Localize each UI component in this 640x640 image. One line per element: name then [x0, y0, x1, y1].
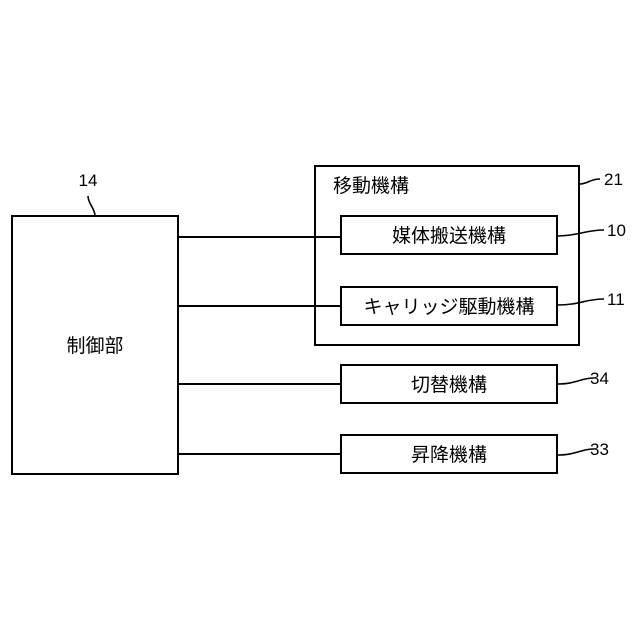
controller-ref: 14 [79, 171, 98, 190]
lifting-ref-leader [557, 449, 594, 455]
switching-ref: 34 [590, 369, 609, 388]
lifting-label: 昇降機構 [411, 444, 487, 466]
controller-label: 制御部 [66, 335, 123, 357]
lifting-ref: 33 [590, 440, 609, 459]
movement-group-label: 移動機構 [333, 175, 409, 197]
movement-group-ref: 21 [604, 170, 623, 189]
media-transport-ref: 10 [607, 221, 626, 240]
movement-group-ref-leader [579, 179, 600, 184]
carriage-drive-ref: 11 [607, 290, 625, 309]
switching-label: 切替機構 [411, 374, 487, 396]
switching-ref-leader [557, 378, 594, 384]
carriage-drive-label: キャリッジ駆動機構 [363, 296, 534, 318]
media-transport-label: 媒体搬送機構 [392, 225, 506, 247]
controller-ref-leader [88, 196, 95, 216]
